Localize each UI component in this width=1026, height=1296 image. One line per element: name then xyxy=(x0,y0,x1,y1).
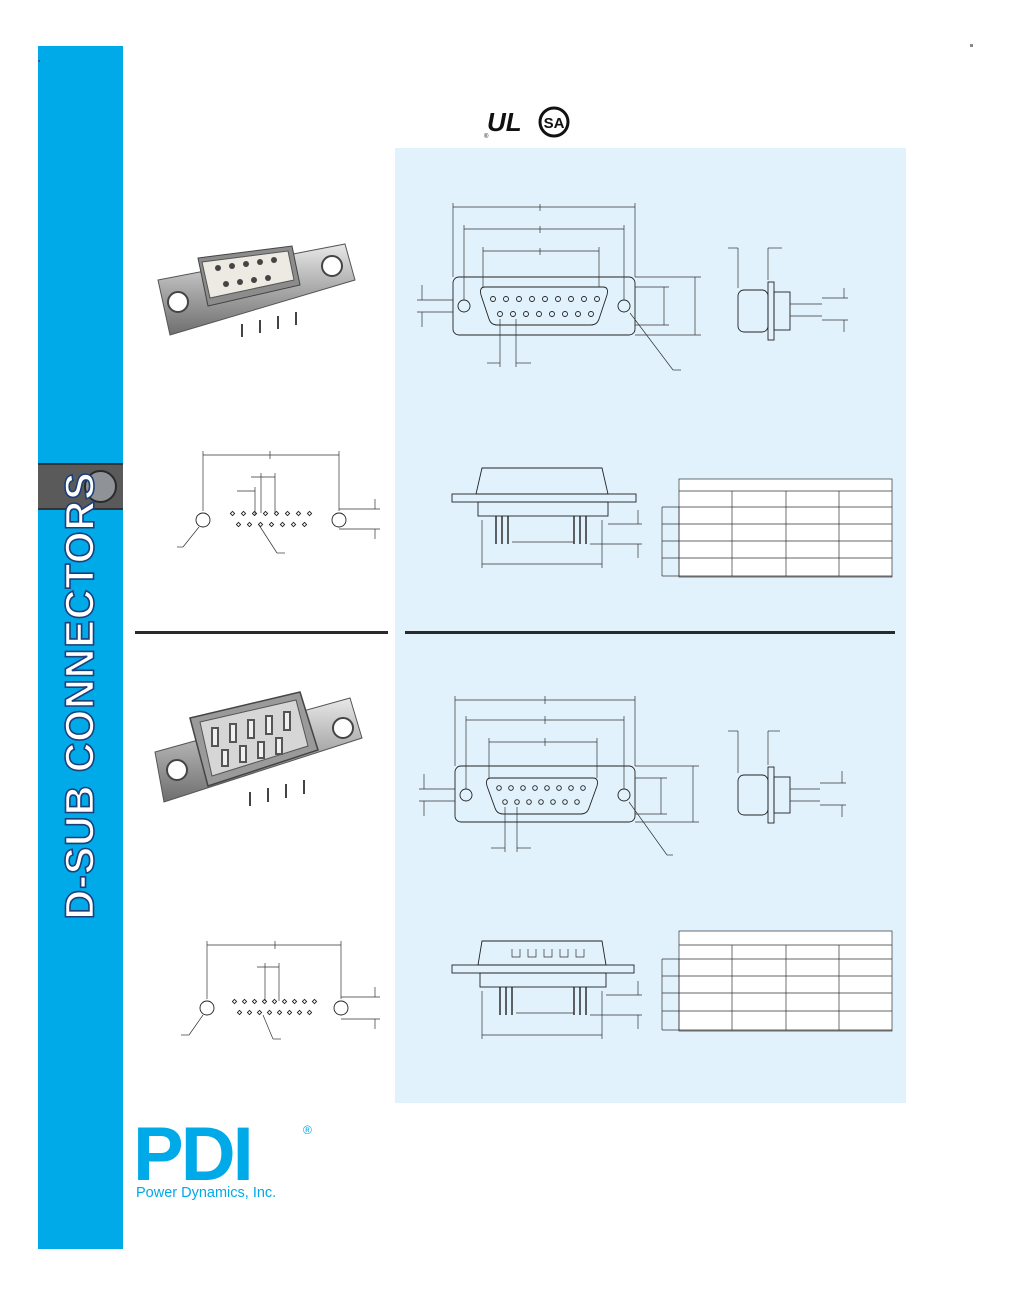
pcb-layout-drawing-1 xyxy=(177,451,380,554)
crop-mark xyxy=(970,44,973,47)
csa-mark-text: SA xyxy=(544,115,565,132)
dimension-table-1 xyxy=(661,478,893,578)
csa-certified-icon: SA xyxy=(538,106,570,138)
front-view-drawing-1 xyxy=(417,203,701,371)
side-view-drawing-2 xyxy=(728,730,846,824)
certification-marks: UL ® SA xyxy=(484,106,570,140)
sidebar-tab xyxy=(38,463,123,510)
sidebar-title-wrap: D-SUB CONNECTORS xyxy=(38,470,123,920)
top-view-drawing-2 xyxy=(451,940,642,1039)
dimension-table-2 xyxy=(661,930,893,1032)
ul-listed-icon: UL ® xyxy=(484,107,522,140)
registered-mark: ® xyxy=(303,1123,312,1137)
company-name: Power Dynamics, Inc. xyxy=(136,1185,276,1201)
pcb-layout-drawing-2 xyxy=(181,941,380,1040)
section-divider-left xyxy=(135,631,388,634)
svg-text:®: ® xyxy=(484,133,489,140)
crop-mark xyxy=(38,60,40,62)
female-connector-photo xyxy=(157,243,356,337)
front-view-drawing-2 xyxy=(419,696,699,856)
sidebar-title: D-SUB CONNECTORS xyxy=(56,470,104,920)
circle-knob-icon xyxy=(84,470,117,503)
section-divider-right xyxy=(405,631,895,634)
pdi-logo: PDI ® Power Dynamics, Inc. xyxy=(133,1112,312,1201)
top-view-drawing-1 xyxy=(451,467,642,568)
sidebar-band xyxy=(38,46,123,1249)
logo-text: PDI xyxy=(133,1112,251,1197)
ul-mark-text: UL xyxy=(487,107,522,137)
male-connector-photo xyxy=(154,691,363,806)
side-view-drawing-1 xyxy=(728,247,848,341)
